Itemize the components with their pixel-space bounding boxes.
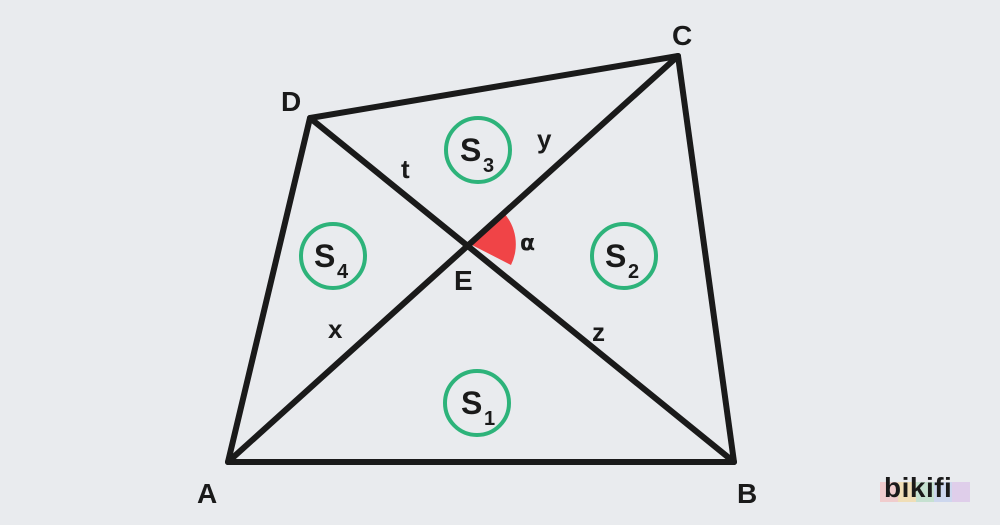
area-s3-index: 3 (483, 155, 494, 177)
vertex-label-b: B (737, 478, 757, 509)
svg-text:S4: S4 (314, 238, 349, 283)
logo-bar-3 (916, 482, 934, 502)
svg-text:S3: S3 (460, 132, 494, 177)
logo-bar-5 (952, 482, 970, 502)
edge-da (225, 115, 313, 465)
segment-label-t: t (401, 154, 410, 184)
area-marker-s2: S2 (590, 222, 658, 290)
segment-label-z: z (592, 317, 605, 347)
bikifi-logo: bikifi (878, 470, 978, 510)
logo-bar-4 (934, 482, 952, 502)
angle-alpha-sector (468, 212, 516, 265)
area-s2-letter: S (605, 238, 626, 274)
segment-label-x: x (328, 314, 343, 344)
angle-label-alpha: α (520, 231, 535, 256)
vertex-label-e: E (454, 265, 473, 296)
vertex-label-c: C (672, 20, 692, 51)
area-s4-index: 4 (337, 261, 349, 283)
area-s3-letter: S (460, 132, 481, 168)
diagonal-ac (225, 53, 681, 465)
svg-text:S2: S2 (605, 238, 639, 283)
logo-bar-2 (898, 482, 916, 502)
vertex-label-a: A (197, 478, 217, 509)
area-marker-s1: S1 (443, 369, 511, 437)
area-s1-index: 1 (484, 408, 495, 430)
logo-wordmark: bikifi (884, 472, 953, 503)
logo-color-bars (880, 482, 970, 502)
area-s4-letter: S (314, 238, 335, 274)
segment-label-y: y (537, 124, 552, 154)
diagonal-bd (307, 115, 737, 465)
logo-bar-1 (880, 482, 898, 502)
area-s1-letter: S (461, 385, 482, 421)
area-marker-s3: S3 (444, 116, 512, 184)
area-s2-index: 2 (628, 261, 639, 283)
svg-text:S1: S1 (461, 385, 495, 430)
edge-cd (307, 53, 681, 121)
vertex-label-d: D (281, 86, 301, 117)
area-marker-s4: S4 (299, 222, 367, 290)
edge-bc (675, 53, 737, 465)
